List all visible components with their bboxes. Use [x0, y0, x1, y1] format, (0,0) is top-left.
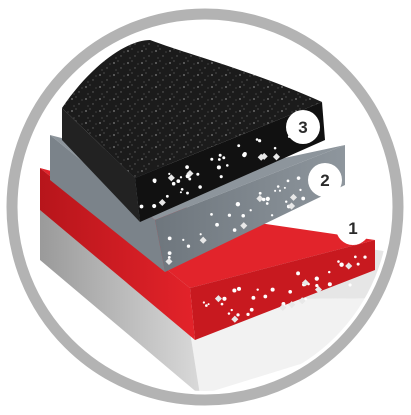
badge-3: 3	[286, 110, 320, 144]
badge-2: 2	[308, 163, 342, 197]
svg-text:3: 3	[298, 118, 307, 137]
svg-text:1: 1	[348, 219, 357, 238]
badge-1: 1	[336, 211, 370, 245]
svg-text:2: 2	[320, 171, 329, 190]
